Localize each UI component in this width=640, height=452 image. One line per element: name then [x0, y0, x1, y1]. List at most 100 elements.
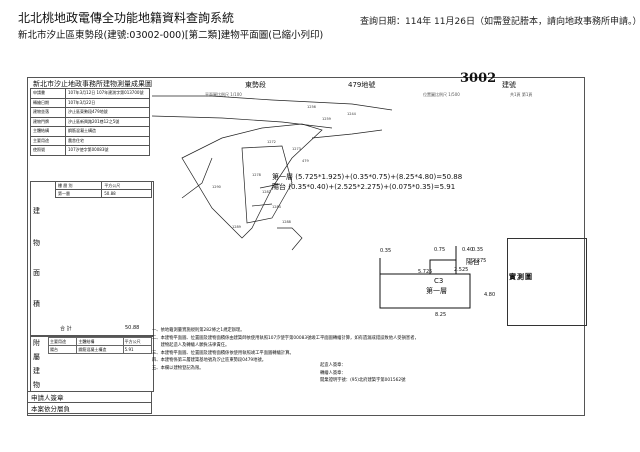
dimension-label: 0.40	[462, 247, 474, 253]
vertical-label: 建	[33, 367, 40, 375]
svg-text:1278: 1278	[252, 173, 261, 177]
table-header: 主體結構	[76, 337, 124, 346]
svg-text:479: 479	[302, 159, 309, 163]
signature-line: 轉繪人簽章：	[320, 370, 346, 376]
dimension-label: 0.35	[472, 247, 484, 253]
table-row: 主要用途主體結構平方公尺	[47, 337, 153, 346]
table-cell: 107年3月22日	[65, 97, 150, 108]
svg-text:1284: 1284	[272, 205, 282, 209]
table-cell: 鋼筋混凝土構造	[76, 345, 124, 354]
signature-block: 起造人簽章： 轉繪人簽章： 開業證明字號：(95)北府建築字第001562號	[320, 362, 405, 385]
dimension-label: 0.75	[434, 247, 446, 253]
table-cell: 鋼筋混凝土構造	[65, 126, 150, 137]
dimension-label: 4.80	[484, 292, 496, 298]
area-formula-balcony: 陽台 (0.35*0.40)+(2.525*2.275)+(0.075*0.35…	[272, 183, 456, 191]
table-cell: 農舍住宅	[65, 135, 150, 146]
table-cell: 50.88	[101, 189, 152, 198]
dimension-label: 2.275	[472, 258, 487, 264]
table-cell: 申請書	[30, 88, 66, 99]
table-cell: 汐止區東勢段479地號	[65, 107, 150, 118]
stamp-text: 實測圖	[509, 273, 533, 281]
page-title: 北北桃地政電傳全功能地籍資料查詢系統	[18, 11, 235, 25]
signature-line: 開業證明字號：(95)北府建築字第001562號	[320, 378, 406, 383]
lot-number: 479地號	[348, 81, 376, 89]
plan-scale: 平面圖比例尺 1/100	[205, 92, 242, 97]
table-header: 平方公尺	[122, 337, 153, 346]
svg-text:1259: 1259	[322, 117, 331, 121]
table-row: 主體結構鋼筋混凝土構造	[30, 126, 150, 137]
svg-text:1283: 1283	[262, 190, 271, 194]
table-header: 樓 層 別	[54, 181, 103, 190]
table-cell: 107汐使字第00083號	[65, 145, 150, 156]
dimension-label: 5.725	[418, 269, 433, 275]
vertical-label: 物	[33, 381, 40, 389]
plan-balcony-label: 陽台	[466, 258, 480, 266]
sheet-title: 新北市汐止地政事務所建物測量成果圖	[33, 80, 152, 88]
ownership-note: 本案依分層負	[27, 402, 152, 414]
plan-c3-label: C3	[434, 277, 444, 285]
dimension-label: 8.25	[435, 312, 447, 318]
table-cell: 建物門牌	[30, 116, 66, 127]
svg-text:1256: 1256	[307, 105, 316, 109]
table-cell: 建物坐落	[30, 107, 66, 118]
dimension-label: 2.525	[454, 267, 469, 273]
table-header: 平方公尺	[101, 181, 152, 190]
note-line: 五、本欄以建物登記為限。	[152, 365, 204, 371]
dimension-label: 0.35	[380, 248, 392, 254]
table-cell: 主要用途	[30, 135, 66, 146]
table-cell: 107年3月12日 107年建測字第013700號	[65, 88, 150, 99]
note-line: 四、本建物係第三層建築基地號為汐止區東勢段0479地號。	[152, 358, 267, 363]
notes-block: 一、依地籍測量實施規則第282條之1規定辦理。 二、本建物平面圖、位置圖及建物面…	[152, 327, 502, 372]
table-row: 本案依分層負	[27, 402, 152, 414]
table-cell: 主體結構	[30, 126, 66, 137]
total-label: 合 計	[60, 326, 72, 332]
svg-text:1288: 1288	[282, 220, 291, 224]
footer-table: 申請人簽章 本案依分層負	[27, 391, 152, 414]
svg-text:1273: 1273	[292, 147, 301, 151]
page-subtitle: 新北市汐止區東勢段(建號:03002-000)[第二類]建物平面圖(已縮小列印)	[18, 30, 324, 41]
vertical-label: 屬	[33, 353, 40, 361]
area-formula-floor1: 第一層 (5.725*1.925)+(0.35*0.75)+(8.25*4.80…	[272, 173, 463, 181]
table-cell: 5.91	[122, 345, 153, 354]
svg-text:1272: 1272	[267, 140, 276, 144]
table-row: 建物坐落汐止區東勢段479地號	[30, 107, 150, 118]
survey-stamp	[507, 238, 587, 326]
floor-plan	[379, 246, 471, 309]
vertical-label: 建	[33, 207, 40, 215]
page-count: 共1頁 第1頁	[510, 92, 533, 97]
table-row: 樓 層 別平方公尺	[54, 181, 152, 190]
svg-text:1290: 1290	[212, 185, 221, 189]
table-row: 申請人簽章	[27, 391, 152, 403]
total-value: 50.88	[125, 325, 140, 331]
building-area-box	[30, 181, 154, 337]
svg-text:1244: 1244	[347, 112, 357, 116]
note-line: 二、本建物平面圖、位置圖及建物面積係由建築師依使用執照107汐使字第00083號…	[152, 335, 419, 341]
section-name: 東勢段	[245, 81, 266, 89]
query-date: 查詢日期：114年 11月26日（如需登記謄本，請向地政事務所申請。）	[360, 17, 640, 27]
table-header: 主要用途	[47, 337, 78, 346]
vertical-label: 積	[33, 300, 40, 308]
table-cell: 汐止區新興路201巷12之5號	[65, 116, 150, 127]
note-line: 建物起造人及轉繪人願負法律責任。	[152, 343, 230, 348]
table-cell: 第一層	[54, 189, 103, 198]
signature-line: 起造人簽章：	[320, 363, 346, 368]
note-line: 一、依地籍測量實施規則第282條之1規定辦理。	[152, 328, 245, 333]
table-cell: 使照號	[30, 145, 66, 156]
building-number: 3002	[460, 71, 497, 86]
building-suffix: 建號	[502, 81, 516, 89]
plan-floor-label: 第一層	[426, 287, 447, 295]
note-line: 三、本建物平面圖、位置圖及建物面積係依使用執照竣工平面圖轉繪計算。	[152, 350, 294, 356]
survey-sheet	[27, 77, 585, 416]
vertical-label: 附	[33, 339, 40, 347]
table-cell: 轉繪日期	[30, 97, 66, 108]
table-row: 主要用途農舍住宅	[30, 135, 150, 146]
vertical-label: 物	[33, 239, 40, 247]
vertical-label: 面	[33, 269, 40, 277]
